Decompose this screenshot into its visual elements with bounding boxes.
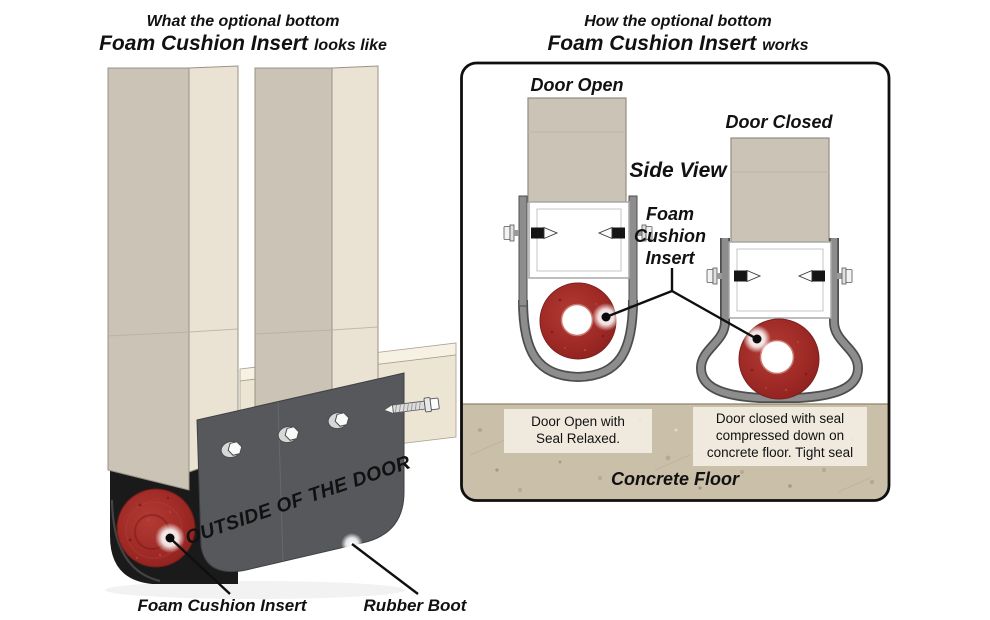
right-title-strong: Foam Cushion Insert: [547, 32, 757, 55]
right-title-line1: How the optional bottom: [584, 13, 772, 30]
side-bolt: [383, 397, 440, 415]
svg-text:Seal Relaxed.: Seal Relaxed.: [536, 431, 620, 446]
door-open-label: Door Open: [531, 75, 624, 95]
svg-text:Foam: Foam: [646, 204, 694, 224]
right-title-rest: works: [762, 37, 808, 54]
caption-open-plate: [504, 409, 652, 453]
leader-line-foam-closed: [671, 289, 758, 341]
caption-open: Door Open with Seal Relaxed.: [531, 414, 625, 446]
label-rubber-boot: Rubber Boot: [364, 596, 468, 615]
leader-line-boot: [351, 543, 419, 595]
right-panel: How the optional bottom Foam Cushion Ins…: [460, 13, 891, 502]
left-leaders: [155, 523, 419, 595]
side-view-label: Side View: [629, 159, 728, 182]
leader-line-foam-open: [605, 289, 673, 319]
flap-bolt-2: [277, 425, 300, 444]
right-title-line2: Foam Cushion Insert works: [547, 32, 808, 55]
door-closed-diagram: Door Closed: [695, 112, 864, 403]
retainer-box-open: [528, 201, 630, 279]
clamp-bolt-right-closed: [797, 267, 853, 285]
door-open-diagram: Door Open: [503, 75, 653, 383]
svg-text:Door Open with: Door Open with: [531, 414, 625, 429]
flap-bolt-3: [327, 411, 350, 430]
door-closed-label: Door Closed: [725, 112, 833, 132]
svg-text:Cushion: Cushion: [634, 226, 706, 246]
door-panel-open: [527, 97, 627, 203]
caption-closed: Door closed with seal compressed down on…: [707, 411, 853, 460]
left-title-strong: Foam Cushion Insert: [99, 32, 309, 55]
boot-bar-right: [628, 195, 638, 307]
foam-donut-open: [539, 282, 617, 360]
leader-dot-foam-closed: [752, 334, 762, 344]
left-title-rest: looks like: [314, 37, 387, 54]
leader-line-foam-left: [169, 537, 231, 595]
right-leaders: [592, 268, 771, 353]
flap-bolt-1: [220, 440, 243, 459]
door-panel-closed: [730, 137, 830, 243]
floor-label: Concrete Floor: [611, 469, 740, 489]
left-title-line2: Foam Cushion Insert looks like: [99, 32, 387, 55]
svg-text:concrete floor. Tight seal: concrete floor. Tight seal: [707, 445, 853, 460]
foam-insert-label-right: Foam Cushion Insert: [634, 204, 706, 268]
svg-text:compressed down on: compressed down on: [716, 428, 844, 443]
leader-dot-foam-left: [165, 533, 175, 543]
clamp-bolt-left-open: [503, 224, 559, 242]
caption-closed-plate: [693, 407, 867, 466]
label-foam-left: Foam Cushion Insert: [137, 596, 307, 615]
svg-text:Insert: Insert: [645, 248, 695, 268]
svg-text:Door closed with seal: Door closed with seal: [716, 411, 844, 426]
left-panel: What the optional bottom Foam Cushion In…: [99, 13, 468, 615]
leader-dot-foam-open: [601, 312, 611, 322]
boot-u: [519, 299, 637, 381]
boot-bar-left: [518, 195, 528, 307]
boot-flap: OUTSIDE OF THE DOOR: [182, 372, 414, 573]
ground-shadow: [105, 581, 405, 599]
works-panel-border: [460, 61, 891, 502]
left-title-line1: What the optional bottom: [147, 13, 340, 30]
clamp-bolt-right-open: [597, 224, 653, 242]
clamp-bolt-left-closed: [706, 267, 762, 285]
